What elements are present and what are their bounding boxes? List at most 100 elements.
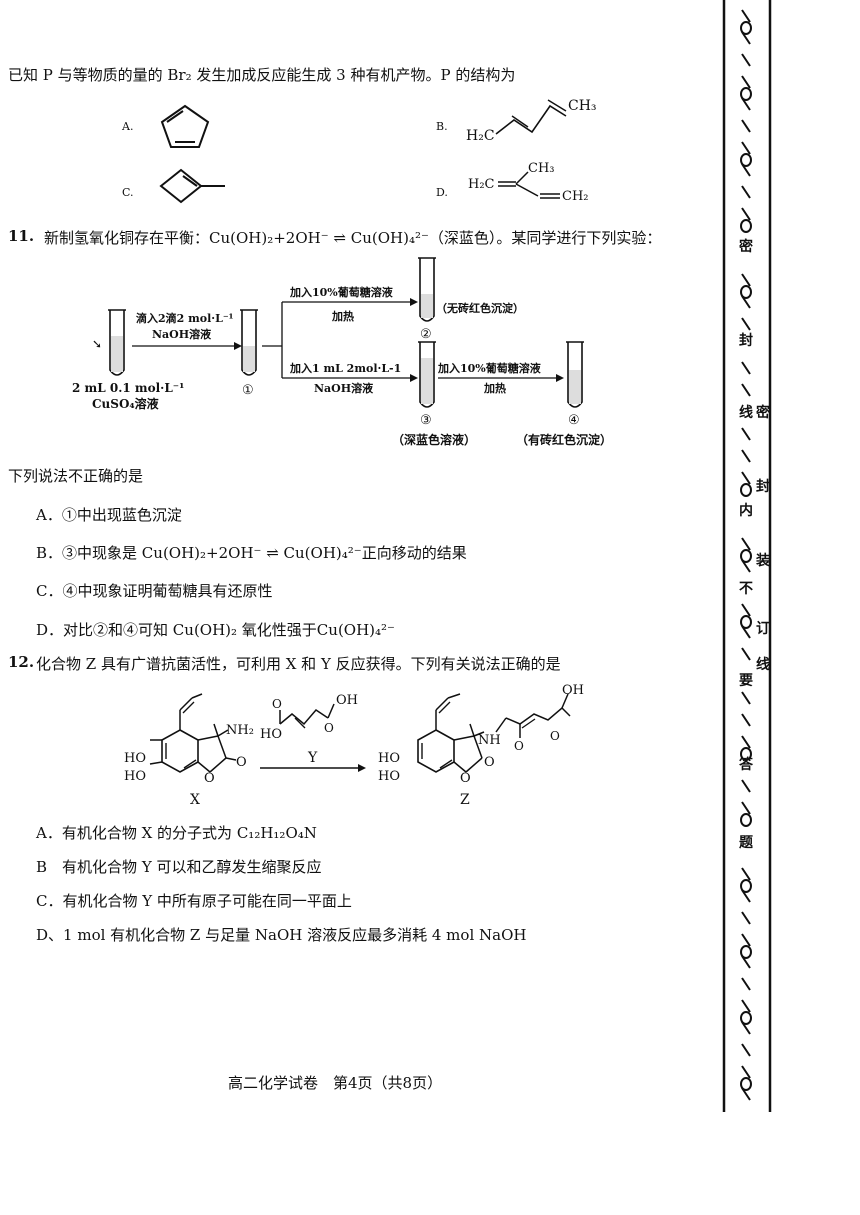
q11-number: 11. — [8, 227, 35, 245]
start-reagent: 2 mL 0.1 mol·L⁻¹ — [72, 381, 184, 395]
binding-circle — [740, 879, 752, 893]
binding-circle — [740, 1011, 752, 1025]
binding-inner-4: 订 — [756, 621, 770, 637]
binding-circle — [740, 483, 752, 497]
binding-char-1: 密 — [739, 239, 753, 255]
binding-circle — [740, 549, 752, 563]
binding-dash — [741, 801, 751, 815]
cyclopentadiene-structure — [160, 104, 210, 148]
test-tube-3 — [418, 341, 436, 408]
tube2-label: ② — [420, 327, 432, 342]
binding-dash — [741, 647, 751, 661]
binding-strip — [722, 0, 772, 1112]
z-ho-2: HO — [378, 769, 400, 784]
binding-circle — [740, 945, 752, 959]
binding-dash — [741, 1065, 751, 1079]
result4-label: （有砖红色沉淀） — [516, 432, 612, 447]
binding-dash — [741, 779, 751, 793]
binding-circle — [740, 219, 752, 233]
q11-question: 下列说法不正确的是 — [8, 467, 144, 485]
y-o-1: O — [272, 697, 282, 711]
methylcyclobutene-structure — [159, 168, 225, 204]
binding-dash — [741, 427, 751, 441]
binding-dash — [741, 911, 751, 925]
binding-dash — [741, 163, 751, 177]
binding-dash — [741, 559, 751, 573]
q10-option-c-letter: C. — [122, 186, 134, 199]
binding-circle — [740, 747, 752, 761]
q11-stem: 新制氢氧化铜存在平衡：Cu(OH)₂+2OH⁻ ⇌ Cu(OH)₄²⁻（深蓝色）… — [44, 229, 662, 247]
q11-option-d: D．对比②和④可知 Cu(OH)₂ 氧化性强于Cu(OH)₄²⁻ — [36, 621, 395, 639]
binding-dash — [741, 735, 751, 749]
q10-option-b-letter: B. — [436, 120, 448, 133]
binding-dash — [741, 471, 751, 485]
step2-label-b: 加热 — [331, 309, 354, 323]
step2-label-a: 加入10%葡萄糖溶液 — [289, 285, 394, 299]
q12-option-b: B 有机化合物 Y 可以和乙醇发生缩聚反应 — [36, 858, 322, 876]
z-amide-o: O — [514, 739, 524, 753]
binding-inner-1: 密 — [756, 405, 770, 421]
binding-inner-2: 封 — [756, 479, 770, 495]
test-tube-1 — [240, 309, 258, 376]
isoprene-structure: H₂C CH₃ CH₂ — [468, 161, 589, 204]
binding-inner-5: 线 — [756, 657, 770, 673]
binding-dash — [741, 713, 751, 727]
q11-option-b: B．③中现象是 Cu(OH)₂+2OH⁻ ⇌ Cu(OH)₄²⁻正向移动的结果 — [36, 544, 467, 562]
x-ho-2: HO — [124, 769, 146, 784]
start-reagent-2: CuSO₄溶液 — [92, 396, 159, 411]
tube1-label: ① — [242, 383, 254, 398]
binding-char-4: 内 — [739, 503, 753, 519]
binding-dash — [741, 273, 751, 287]
tube3-label: ③ — [420, 413, 432, 428]
y-ho: HO — [260, 727, 282, 742]
binding-dash — [741, 999, 751, 1013]
binding-char-5: 不 — [739, 581, 753, 597]
z-ring-o: O — [460, 771, 471, 786]
q12-option-c: C．有机化合物 Y 中所有原子可能在同一平面上 — [36, 892, 352, 910]
binding-dash — [741, 295, 751, 309]
binding-dash — [741, 537, 751, 551]
molecule-z: HO HO O O NH O O OH Z — [378, 683, 584, 808]
binding-char-3: 线 — [739, 405, 753, 421]
tube4-label: ④ — [568, 413, 580, 428]
b-h2c: H₂C — [466, 128, 495, 144]
y-oh: OH — [336, 693, 358, 708]
q10-option-d-letter: D. — [436, 186, 448, 199]
binding-dash — [741, 691, 751, 705]
q10-stem: 已知 P 与等物质的量的 Br₂ 发生加成反应能生成 3 种有机产物。P 的结构… — [8, 66, 516, 84]
dropper-mark: ➘ — [92, 337, 102, 351]
q11-option-c: C．④中现象证明葡萄糖具有还原性 — [36, 582, 273, 600]
d-h2c: H₂C — [468, 177, 495, 192]
binding-circle — [740, 21, 752, 35]
binding-dash — [741, 933, 751, 947]
x-label: X — [190, 792, 200, 808]
binding-char-6: 要 — [739, 673, 753, 689]
b-ch3: CH₃ — [568, 98, 597, 114]
binding-dash — [741, 31, 751, 45]
binding-dash — [741, 955, 751, 969]
binding-char-2: 封 — [739, 333, 753, 349]
x-nh2: NH₂ — [226, 723, 254, 738]
q12-option-a: A．有机化合物 X 的分子式为 C₁₂H₁₂O₄N — [36, 824, 317, 842]
binding-circle — [740, 1077, 752, 1091]
binding-circle — [740, 285, 752, 299]
binding-dash — [741, 119, 751, 133]
z-ho-1: HO — [378, 751, 400, 766]
q10-option-a-letter: A. — [122, 120, 134, 133]
step3-label-a: 加入1 mL 2mol·L-1 — [289, 361, 401, 375]
y-label: Y — [307, 750, 318, 766]
d-ch3: CH₃ — [528, 161, 555, 176]
hexatriene-structure: H₂C CH₃ — [466, 98, 597, 144]
x-ho-1: HO — [124, 751, 146, 766]
x-ring-o: O — [204, 771, 215, 786]
binding-circle — [740, 153, 752, 167]
binding-dash — [741, 185, 751, 199]
binding-dash — [741, 207, 751, 221]
binding-dash — [741, 9, 751, 23]
q12-option-d: D、1 mol 有机化合物 Z 与足量 NaOH 溶液反应最多消耗 4 mol … — [36, 926, 527, 944]
start-test-tube — [108, 309, 126, 376]
binding-circle — [740, 87, 752, 101]
q11-option-a: A．①中出现蓝色沉淀 — [36, 506, 182, 524]
z-acid-o: O — [550, 729, 560, 743]
binding-dash — [741, 603, 751, 617]
